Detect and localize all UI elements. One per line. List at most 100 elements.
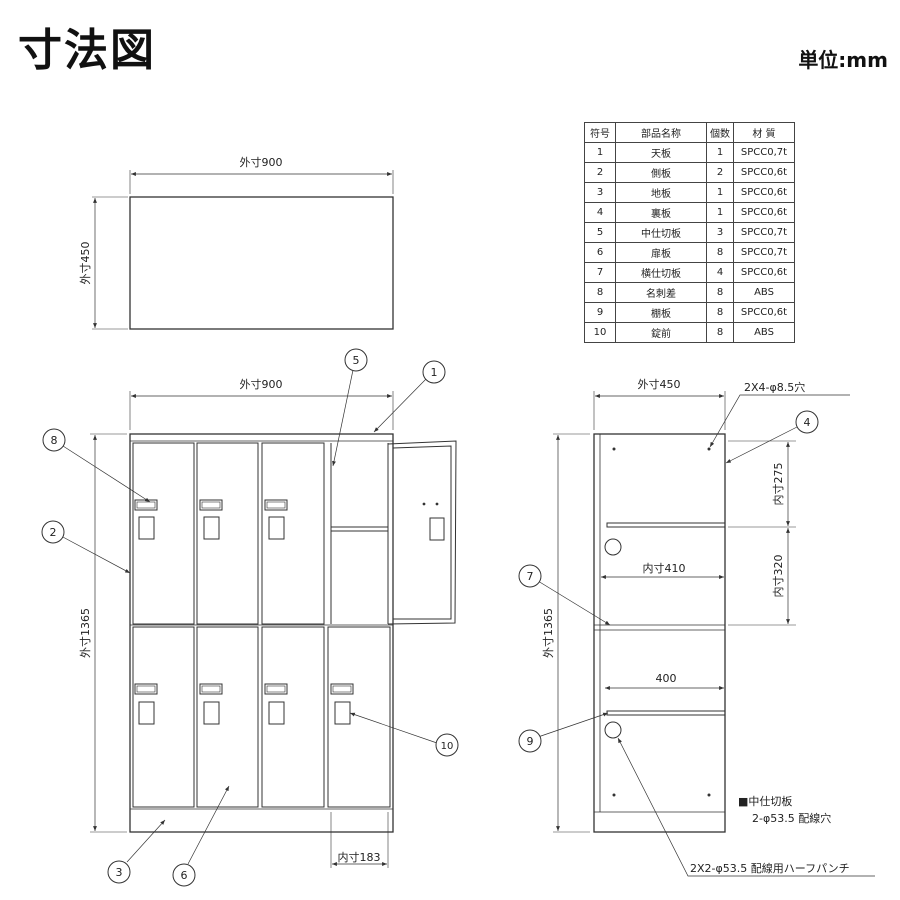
table-cell: 1: [706, 182, 734, 203]
door-panel: [196, 626, 259, 808]
table-cell: 1: [584, 142, 616, 163]
table-cell: SPCC0,6t: [733, 182, 795, 203]
callout-label: 10: [441, 741, 454, 752]
parts-table: 符号 部品名称 個数 材 質 1 天板 1 SPCC0,7t 2 側板 2 SP…: [584, 122, 795, 343]
callout-label: 1: [431, 366, 438, 379]
inner-height-1-label: 内寸275: [771, 463, 785, 506]
side-view-outline: [593, 433, 726, 833]
top-depth-label: 外寸450: [78, 242, 92, 285]
table-cell: ABS: [733, 282, 795, 303]
table-cell: 中仕切板: [615, 222, 707, 243]
table-cell: 7: [584, 262, 616, 283]
callout-label: 2: [50, 526, 57, 539]
shelf-board: [606, 522, 726, 528]
callout-circle: [107, 860, 131, 884]
table-row: 1 天板 1 SPCC0,7t: [584, 142, 795, 163]
table-cell: 6: [584, 242, 616, 263]
wiring-hole: [604, 538, 622, 556]
partition-note-title: ■中仕切板: [738, 794, 792, 808]
table-row: 10 錠前 8 ABS: [584, 322, 795, 343]
column-header: 個数: [706, 122, 734, 143]
table-row: 9 棚板 8 SPCC0,6t: [584, 302, 795, 323]
table-row: 5 中仕切板 3 SPCC0,7t: [584, 222, 795, 243]
door-panel: [261, 442, 325, 625]
table-cell: SPCC0,6t: [733, 202, 795, 223]
table-cell: 5: [584, 222, 616, 243]
table-cell: SPCC0,6t: [733, 262, 795, 283]
callout-circle: [795, 410, 819, 434]
column-header: 部品名称: [615, 122, 707, 143]
callout-label: 6: [181, 869, 188, 882]
callout-circle: [42, 428, 66, 452]
table-cell: SPCC0,7t: [733, 242, 795, 263]
table-cell: 2: [706, 162, 734, 183]
holes-note: 2X4-φ8.5穴: [744, 380, 805, 394]
table-row: 8 名刺差 8 ABS: [584, 282, 795, 303]
lock-icon: [268, 516, 285, 540]
callout-circle: [518, 564, 542, 588]
table-row: 3 地板 1 SPCC0,6t: [584, 182, 795, 203]
table-cell: 錠前: [615, 322, 707, 343]
callout-label: 5: [353, 354, 360, 367]
callout-circle: [41, 520, 65, 544]
column-header: 材 質: [733, 122, 795, 143]
table-cell: 8: [706, 282, 734, 303]
table-row: 4 裏板 1 SPCC0,6t: [584, 202, 795, 223]
holes-leader: [709, 394, 850, 448]
table-cell: SPCC0,6t: [733, 302, 795, 323]
wiring-hole: [604, 721, 622, 739]
table-cell: 裏板: [615, 202, 707, 223]
table-cell: 1: [706, 202, 734, 223]
table-row: 2 側板 2 SPCC0,6t: [584, 162, 795, 183]
lock-icon: [203, 516, 220, 540]
lock-icon: [429, 517, 445, 541]
callout-circle: [518, 729, 542, 753]
door-panel: [132, 442, 195, 625]
table-cell: 天板: [615, 142, 707, 163]
lock-icon: [203, 701, 220, 725]
shelf-width-label: 400: [656, 672, 677, 685]
table-cell: 10: [584, 322, 616, 343]
partition-note-holes: 2-φ53.5 配線穴: [752, 811, 831, 825]
table-cell: 側板: [615, 162, 707, 183]
front-view-outline: [129, 433, 394, 833]
table-cell: SPCC0,7t: [733, 142, 795, 163]
page-title: 寸法図: [18, 25, 156, 76]
callout-circle: [422, 360, 446, 384]
shelf-board: [606, 710, 726, 716]
callout-label: 7: [527, 570, 534, 583]
table-cell: 8: [584, 282, 616, 303]
table-cell: 棚板: [615, 302, 707, 323]
callout-label: 4: [804, 416, 811, 429]
inner-depth-label: 内寸410: [643, 561, 686, 575]
door-panel: [327, 626, 391, 808]
front-width-label: 外寸900: [240, 377, 283, 391]
table-cell: 3: [584, 182, 616, 203]
front-height-label: 外寸1365: [78, 608, 92, 658]
lock-icon: [334, 701, 351, 725]
table-cell: 8: [706, 322, 734, 343]
lock-icon: [138, 516, 155, 540]
table-cell: 扉板: [615, 242, 707, 263]
callout-circle: [435, 733, 459, 757]
half-punch-leader: [617, 737, 875, 877]
table-cell: 8: [706, 242, 734, 263]
callout-circle: [172, 863, 196, 887]
table-row: 7 横仕切板 4 SPCC0,6t: [584, 262, 795, 283]
half-punch-note: 2X2-φ53.5 配線用ハーフパンチ: [690, 861, 850, 875]
top-view-outline: [129, 196, 394, 330]
table-cell: 8: [706, 302, 734, 323]
table-cell: 4: [706, 262, 734, 283]
callout-circle: [344, 348, 368, 372]
table-cell: 名刺差: [615, 282, 707, 303]
table-cell: SPCC0,7t: [733, 222, 795, 243]
table-cell: 9: [584, 302, 616, 323]
top-width-label: 外寸900: [240, 155, 283, 169]
table-cell: 4: [584, 202, 616, 223]
table-cell: ABS: [733, 322, 795, 343]
table-cell: 地板: [615, 182, 707, 203]
table-cell: 横仕切板: [615, 262, 707, 283]
side-height-label: 外寸1365: [541, 608, 555, 658]
callout-label: 8: [51, 434, 58, 447]
